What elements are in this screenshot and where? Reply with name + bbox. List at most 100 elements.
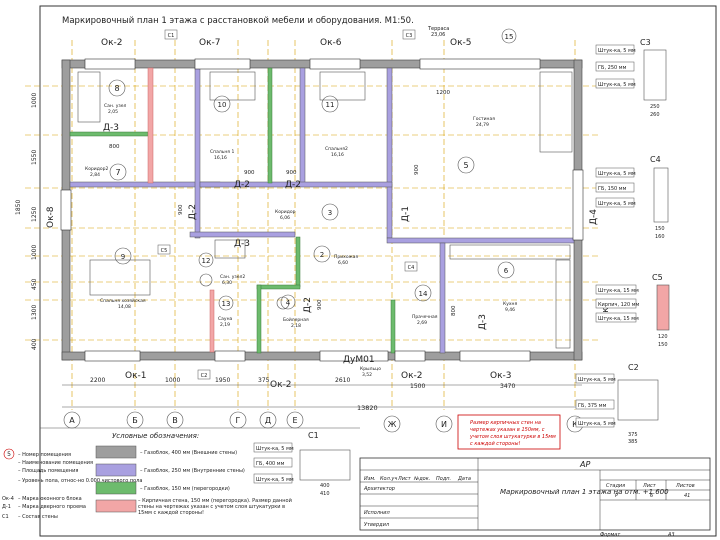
legend-symbol-row: 5– Номер помещения bbox=[3, 448, 71, 460]
svg-text:3470: 3470 bbox=[500, 383, 515, 390]
brick-walls bbox=[147, 67, 215, 353]
svg-text:Спальня хозяйская: Спальня хозяйская bbox=[100, 297, 146, 304]
svg-text:41: 41 bbox=[684, 493, 690, 499]
svg-text:Лист: Лист bbox=[397, 476, 412, 482]
svg-text:С1: С1 bbox=[168, 33, 175, 39]
legend-symbol-row: – Наименование помещения bbox=[18, 460, 93, 466]
legend-fill-row: – Кирпичная стена, 150 мм (перегородка).… bbox=[95, 498, 292, 516]
svg-text:1850: 1850 bbox=[15, 200, 22, 215]
svg-text:375: 375 bbox=[258, 377, 270, 384]
door-label: Д-2 bbox=[188, 204, 198, 220]
svg-text:– Марка оконного блока: – Марка оконного блока bbox=[18, 496, 82, 502]
legend-symbol-row: С1– Состав стены bbox=[2, 514, 58, 520]
total-dimension: 13820 bbox=[357, 404, 378, 412]
svg-text:1500: 1500 bbox=[410, 383, 425, 390]
bottom-dimensions: 2200 1000 1950 375 2610 1500 3470 13820 bbox=[62, 377, 582, 412]
svg-text:С1: С1 bbox=[308, 431, 319, 440]
svg-text:К: К bbox=[572, 420, 578, 429]
svg-text:Прихожая: Прихожая bbox=[334, 254, 358, 260]
drawing-title: Маркировочный план 1 этажа с расстановко… bbox=[62, 16, 414, 26]
svg-text:С5: С5 bbox=[652, 273, 663, 282]
wall-section-c1: С1 Штук-ка, 5 мм ГБ, 400 мм Штук-ка, 5 м… bbox=[253, 431, 351, 497]
svg-text:Коридор2: Коридор2 bbox=[85, 166, 108, 172]
callout-mark: С5 bbox=[157, 244, 171, 255]
svg-text:Кухня: Кухня bbox=[503, 301, 517, 307]
svg-text:Исполнил: Исполнил bbox=[364, 510, 391, 516]
svg-text:Сан. узел2: Сан. узел2 bbox=[220, 274, 245, 280]
svg-text:Бойлерная: Бойлерная bbox=[283, 316, 309, 323]
section-callout-marks: С1 С2 С3 С4 С5 bbox=[157, 29, 418, 380]
svg-text:Г: Г bbox=[236, 416, 241, 425]
svg-text:С4: С4 bbox=[650, 155, 661, 164]
door-label: Д-2 bbox=[303, 297, 313, 313]
svg-text:Прачечная: Прачечная bbox=[412, 314, 438, 320]
svg-text:150: 150 bbox=[658, 342, 668, 348]
svg-text:900: 900 bbox=[178, 204, 184, 215]
svg-text:14: 14 bbox=[419, 290, 428, 298]
svg-text:Д: Д bbox=[265, 416, 271, 425]
svg-text:ГБ, 375 мм: ГБ, 375 мм bbox=[578, 403, 607, 409]
svg-text:16,16: 16,16 bbox=[214, 155, 227, 161]
svg-text:С4: С4 bbox=[408, 265, 415, 271]
svg-text:4: 4 bbox=[286, 299, 291, 307]
svg-text:24,79: 24,79 bbox=[476, 122, 489, 128]
svg-text:Штук-ка, 5 мм: Штук-ка, 5 мм bbox=[256, 446, 294, 452]
svg-text:2: 2 bbox=[320, 251, 324, 259]
title-block: АР Изм. Кол.уч Лист №док. Подп. Дата Арх… bbox=[359, 457, 711, 538]
svg-text:150: 150 bbox=[655, 226, 665, 232]
svg-text:с каждой стороны!: с каждой стороны! bbox=[470, 441, 520, 447]
svg-text:2,05: 2,05 bbox=[108, 109, 118, 115]
svg-text:250: 250 bbox=[650, 104, 660, 110]
svg-text:3: 3 bbox=[328, 209, 332, 217]
legend-fill-row: – Газоблок, 250 мм (Внутренние стены) bbox=[95, 463, 245, 477]
svg-text:1250: 1250 bbox=[31, 207, 38, 222]
svg-text:1200: 1200 bbox=[436, 90, 450, 96]
svg-text:12: 12 bbox=[202, 257, 211, 265]
legend-symbol-row: – Площадь помещения bbox=[18, 468, 78, 474]
svg-text:С5: С5 bbox=[161, 248, 168, 254]
legend-fill-row: – Газоблок, 400 мм (Внешние стены) bbox=[95, 445, 237, 459]
svg-text:Сауна: Сауна bbox=[218, 316, 233, 322]
door-label: Д-2 bbox=[234, 180, 250, 190]
legend-symbol-row: – Уровень пола, относ-но 0.000 чистового… bbox=[18, 478, 142, 484]
furniture bbox=[77, 71, 573, 349]
bottom-window-labels: Ок-1 Ок-2 Ок-2 Ок-3 bbox=[125, 371, 512, 390]
callout-mark: С3 bbox=[402, 29, 416, 40]
svg-text:Крыльцо: Крыльцо bbox=[360, 366, 381, 372]
svg-text:Ок-4: Ок-4 bbox=[2, 496, 14, 502]
window-label-top: Ок-6 bbox=[320, 38, 342, 48]
svg-text:400: 400 bbox=[31, 338, 38, 350]
interior-walls bbox=[69, 67, 575, 354]
svg-text:Р: Р bbox=[615, 493, 618, 499]
svg-text:ГБ, 150 мм: ГБ, 150 мм bbox=[598, 186, 627, 192]
svg-text:14,08: 14,08 bbox=[118, 304, 131, 310]
axis-bubble: Д bbox=[259, 411, 277, 429]
svg-text:Ок-3: Ок-3 bbox=[490, 371, 512, 381]
svg-text:№док.: №док. bbox=[413, 476, 430, 482]
svg-text:6,60: 6,60 bbox=[338, 260, 348, 266]
svg-text:9: 9 bbox=[121, 253, 125, 261]
svg-text:Ок-1: Ок-1 bbox=[125, 371, 147, 381]
svg-text:800: 800 bbox=[109, 144, 120, 150]
entry-door-label: ДуМ01 bbox=[343, 355, 375, 365]
window-label-top: Ок-5 bbox=[450, 38, 472, 48]
svg-text:450: 450 bbox=[31, 278, 38, 290]
svg-text:С2: С2 bbox=[628, 363, 639, 372]
svg-text:И: И bbox=[441, 420, 447, 429]
callout-mark: С2 bbox=[197, 369, 211, 380]
svg-text:Д-1: Д-1 bbox=[2, 504, 11, 510]
door-labels: Д-3 Д-2 Д-2 Д-2 Д-1 Д-3 Д-2 Д-3 Д-4 bbox=[103, 123, 599, 330]
svg-text:Штук-ка, 5 мм: Штук-ка, 5 мм bbox=[578, 377, 616, 383]
svg-text:260: 260 bbox=[650, 112, 660, 118]
top-window-labels: Ок-2 Ок-7 Ок-6 Ок-5 bbox=[101, 38, 472, 48]
terrace-number: 15 bbox=[505, 33, 514, 41]
svg-text:Формат: Формат bbox=[600, 532, 621, 538]
